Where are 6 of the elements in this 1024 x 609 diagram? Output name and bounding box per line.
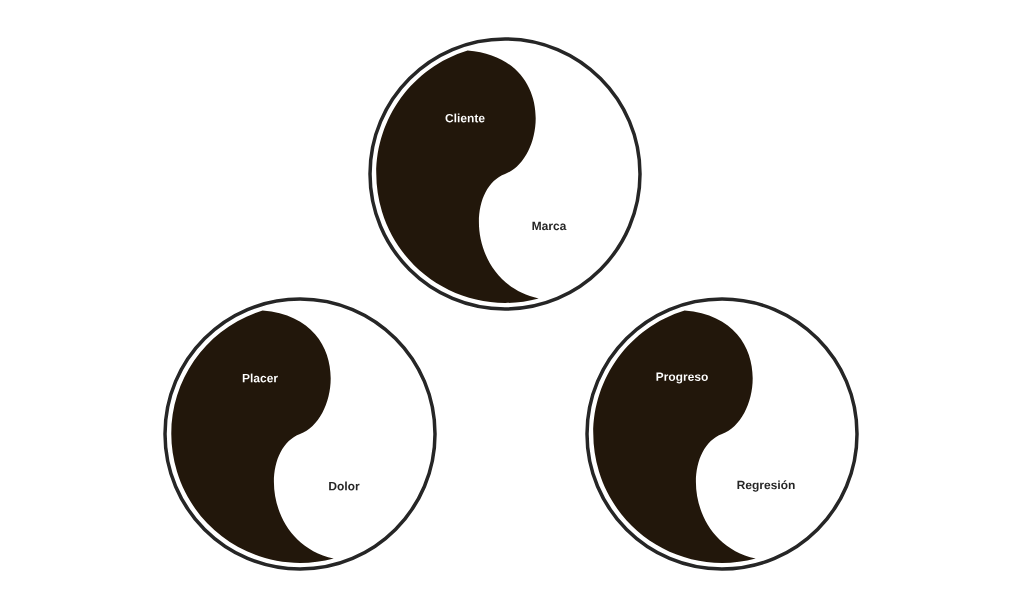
circle-label: Cliente	[445, 113, 485, 123]
circle-label: Marca	[532, 221, 567, 231]
circle-label: Progreso	[656, 372, 708, 384]
circle-label: Regresión	[737, 480, 795, 492]
circle-label: Placer	[242, 373, 278, 383]
circle-label: Dolor	[329, 481, 360, 491]
